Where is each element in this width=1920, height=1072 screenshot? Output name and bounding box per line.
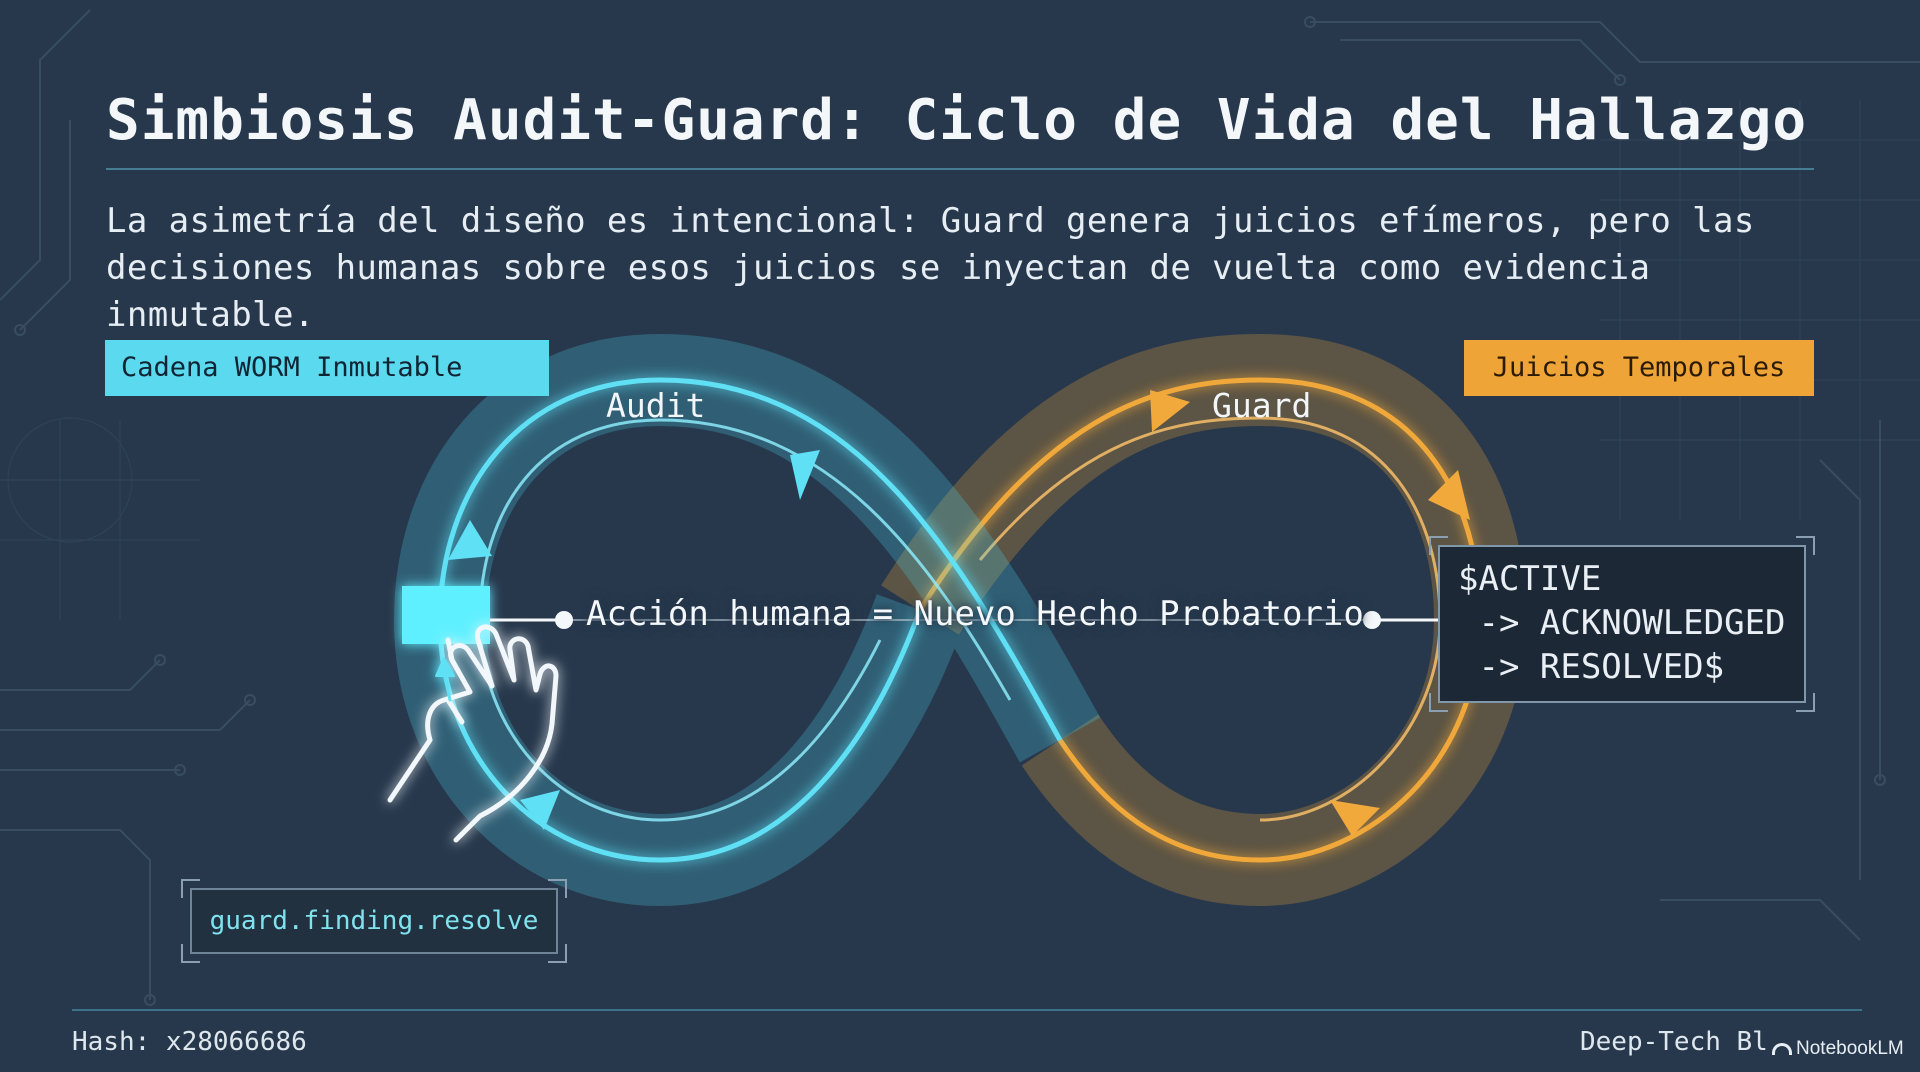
audit-loop-label: Audit: [606, 386, 706, 425]
state-transition-box: $ACTIVE -> ACKNOWLEDGED -> RESOLVED$: [1438, 545, 1806, 703]
guard-arrow-bottom: [1330, 800, 1380, 836]
footer-divider: [72, 1009, 1862, 1011]
grid-decoration: [0, 100, 1920, 620]
guard-arrow-top: [1150, 390, 1190, 432]
resolve-command-box: guard.finding.resolve: [190, 888, 558, 954]
notebooklm-icon: [1772, 1043, 1792, 1055]
hand-icon: [387, 624, 559, 843]
page-subtitle: La asimetría del diseño es intencional: …: [106, 201, 1755, 335]
state-resolved: -> RESOLVED$: [1458, 647, 1725, 687]
notebooklm-logo-text: NotebookLM: [1796, 1038, 1904, 1059]
worm-chain-tag: Cadena WORM Inmutable: [105, 340, 549, 396]
guard-arrow-right: [1428, 470, 1470, 520]
page-title: Simbiosis Audit-Guard: Ciclo de Vida del…: [106, 88, 1808, 153]
state-active: $ACTIVE: [1458, 559, 1602, 599]
temporal-judgments-tag: Juicios Temporales: [1464, 340, 1814, 396]
audit-arrow-left: [448, 520, 492, 560]
footer-hash: Hash: x28066686: [72, 1027, 307, 1057]
audit-arrow-bottom: [520, 790, 560, 830]
action-connector: [490, 611, 1438, 629]
notebooklm-logo: NotebookLM: [1772, 1038, 1904, 1060]
title-divider: [106, 168, 1814, 170]
state-acknowledged: -> ACKNOWLEDGED: [1458, 603, 1786, 643]
guard-loop-label: Guard: [1212, 386, 1312, 425]
audit-arrow-top: [790, 450, 820, 500]
bracket-decoration: [181, 536, 1815, 963]
human-action-label: Acción humana = Nuevo Hecho Probatorio: [586, 594, 1364, 634]
footer-brand: Deep-Tech Bl: [1580, 1027, 1768, 1057]
